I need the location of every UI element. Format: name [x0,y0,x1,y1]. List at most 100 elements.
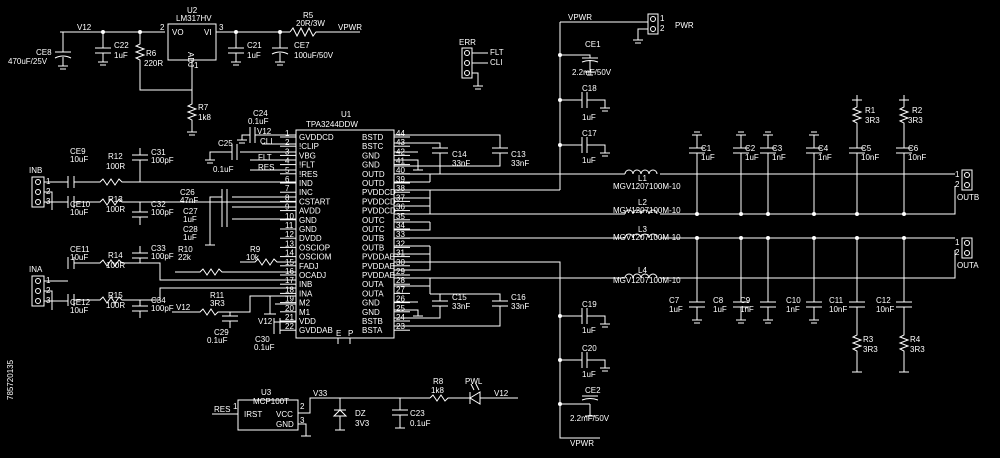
u1-ref: U1 [341,110,352,119]
u1-left-pin-num: 13 [285,239,294,248]
c15-ref: C15 [452,293,467,302]
u1-left-pin-name: OSCIOP [299,243,330,252]
u1-left-pin-num: 14 [285,249,294,258]
r11-ref: R11 [210,291,225,300]
u1-pad-e: E [336,329,341,338]
ce2-value: 2.2mF/50V [570,414,610,423]
u1-right-pin-num: 40 [396,166,405,175]
ce12-ref: CE12 [70,298,91,307]
u1-left-pin-name: GND [299,216,317,225]
c16-value: 33nF [511,302,529,311]
u1-left-pin-name: FADJ [299,262,319,271]
u1-right-pin-num: 41 [396,157,405,166]
r15-value: 100R [106,301,125,310]
l3-value: MGV1207100M-10 [613,233,681,242]
c27-value: 1uF [183,215,197,224]
r6-value: 220R [144,59,163,68]
u1-left-pin-name: M2 [299,299,311,308]
cap-ref: C12 [876,296,891,305]
ce8-ref: CE8 [36,48,52,57]
l4-ref: L4 [638,266,647,275]
ce12-value: 10uF [70,306,88,315]
cap-ref: C3 [772,144,783,153]
cap-value: 10nF [829,305,847,314]
u1-right-pin-num: 39 [396,175,405,184]
u3-pin1: 1 [233,402,238,411]
u1-right-pin-name: OUTB [362,234,384,243]
cap-ref: C8 [713,296,724,305]
cap-ref: C10 [786,296,801,305]
v12-pwl-label: V12 [494,389,509,398]
c13-ref: C13 [511,150,526,159]
u1-left-pin-name: OSCIOM [299,253,332,262]
c21-value: 1uF [247,51,261,60]
u2-pin-adj: ADJ [186,52,195,67]
u1-right-components: C13 33nF C14 33nF C15 33nF C16 33nF [394,134,610,327]
err-flt-label: FLT [490,48,504,57]
r8-value: 1k8 [431,386,444,395]
vpwr-rail-label: VPWR [568,13,592,22]
u3-pin-vcc: VCC [276,410,293,419]
u1-left-pin-num: 19 [285,295,294,304]
cap-ref: C7 [669,296,680,305]
c14-value: 33nF [452,159,470,168]
u1-right-pin-num: 32 [396,239,405,248]
u1-right-pin-name: OUTC [362,225,385,234]
flt-net-label: FLT [258,153,272,162]
u3-ref: U3 [261,388,272,397]
power-supply-section: V12 U2 LM317HV VO VI ADJ 2 3 1 R5 20R/3W… [8,6,362,136]
cap-value: 10nF [908,153,926,162]
pwr-pin1: 1 [660,14,665,23]
c30-ref: C30 [255,335,270,344]
ce11-ref: CE11 [70,245,90,254]
c23-ref: C23 [410,409,425,418]
r9-ref: R9 [250,245,261,254]
r9-value: 10k [246,253,260,262]
u1-right-pin-num: 27 [396,285,405,294]
c33-value: 100pF [151,252,174,261]
r2-value: 3R3 [908,116,923,125]
u1-right-pin-num: 38 [396,184,405,193]
r3-value: 3R3 [863,345,878,354]
u1-left-pin-num: 6 [285,175,290,184]
r14-ref: R14 [108,251,123,260]
u1-right-pin-num: 23 [396,322,405,331]
ce10-ref: CE10 [70,200,91,209]
c25-value: 0.1uF [213,165,234,174]
amplifier-ic-u1: U1 TPA3244DDW GVDDCD1!CLIP2VBG3!FLT4!RES… [280,110,410,344]
u1-left-pin-name: GVDDCD [299,133,334,142]
u1-right-pin-name: BSTC [362,142,384,151]
output-filter: L1 MGV1207100M-10 L2 MGV1207100M-10 L3 M… [560,95,979,373]
u1-left-pin-name: INA [299,289,313,298]
u1-pad-p: P [348,329,353,338]
r1-ref: R1 [865,106,876,115]
u1-right-pin-num: 34 [396,221,405,230]
cap-ref: C5 [861,144,872,153]
u1-right-pin-name: OUTD [362,179,385,188]
c31-ref: C31 [151,148,166,157]
u1-right-pin-num: 25 [396,304,405,313]
c18-ref: C18 [582,84,597,93]
cap-ref: C2 [745,144,756,153]
c16-ref: C16 [511,293,526,302]
c26-ref: C26 [180,188,195,197]
v12-label-b: V12 [176,303,191,312]
c22-ref: C22 [114,41,129,50]
u1-right-pin-num: 29 [396,267,405,276]
r15-ref: R15 [108,291,123,300]
u1-right-pin-name: BSTD [362,133,384,142]
r5-ref: R5 [303,11,314,20]
cap-ref: C6 [908,144,919,153]
u1-left-pin-name: INB [299,280,312,289]
u1-left-pin-num: 10 [285,212,294,221]
u1-right-pin-name: PVDDCD [362,188,396,197]
u3-pin3: 3 [300,416,305,425]
u1-left-pin-num: 22 [285,322,294,331]
u2-part: LM317HV [176,14,212,23]
c20-value: 1uF [582,370,596,379]
u3-part: MCP100T [253,397,289,406]
stock-id: 785720135 [6,359,15,400]
